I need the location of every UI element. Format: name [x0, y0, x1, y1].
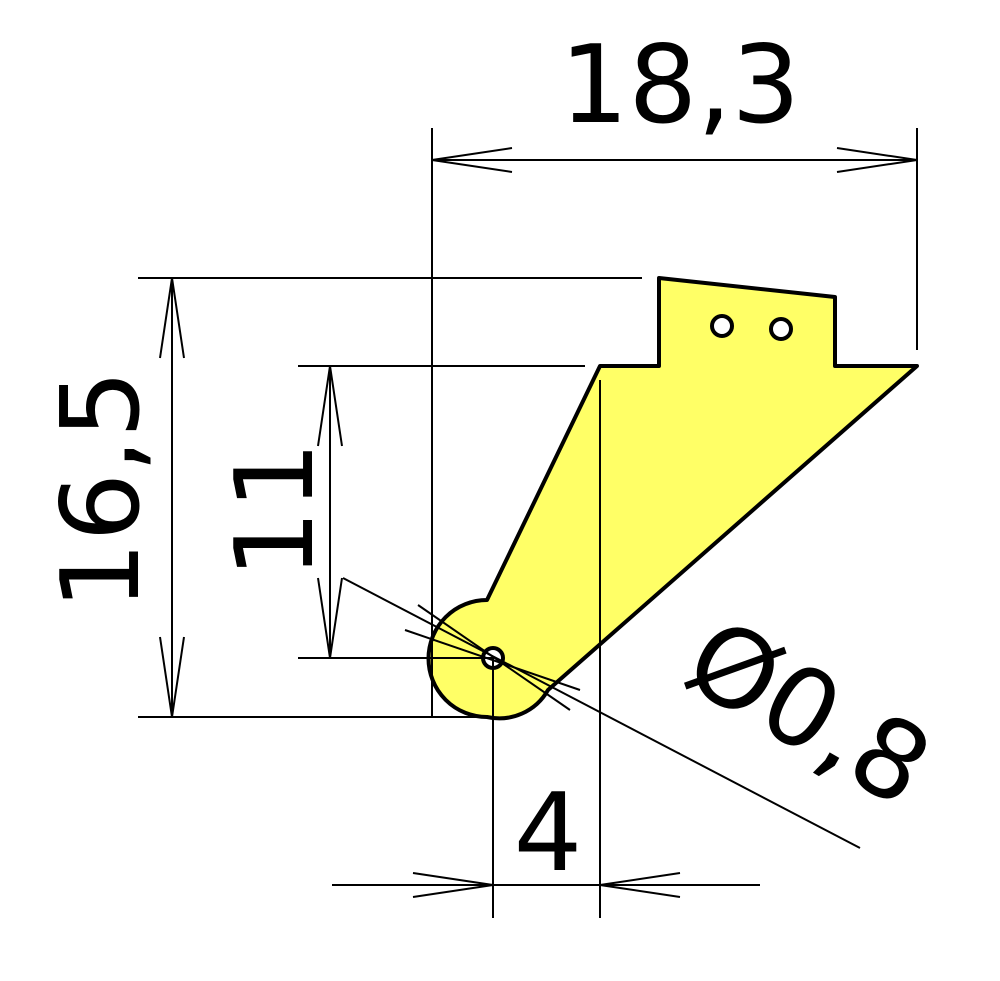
dimension-offset: 4 [332, 380, 760, 918]
dimension-width-label: 18,3 [560, 23, 800, 148]
mounting-hole-2 [769, 317, 793, 341]
dimension-width: 18,3 [431, 23, 918, 717]
dimension-hole-diameter: Ø0,8 [342, 577, 951, 849]
dimension-height-total: 16,5 [39, 277, 642, 718]
dimension-offset-label: 4 [514, 771, 583, 896]
dimension-height-inner: 11 [213, 365, 585, 659]
mounting-hole-1 [710, 314, 734, 338]
dimension-hole-diameter-label: Ø0,8 [666, 595, 951, 832]
dimension-height-total-label: 16,5 [39, 370, 164, 610]
dimension-height-inner-label: 11 [213, 441, 338, 578]
